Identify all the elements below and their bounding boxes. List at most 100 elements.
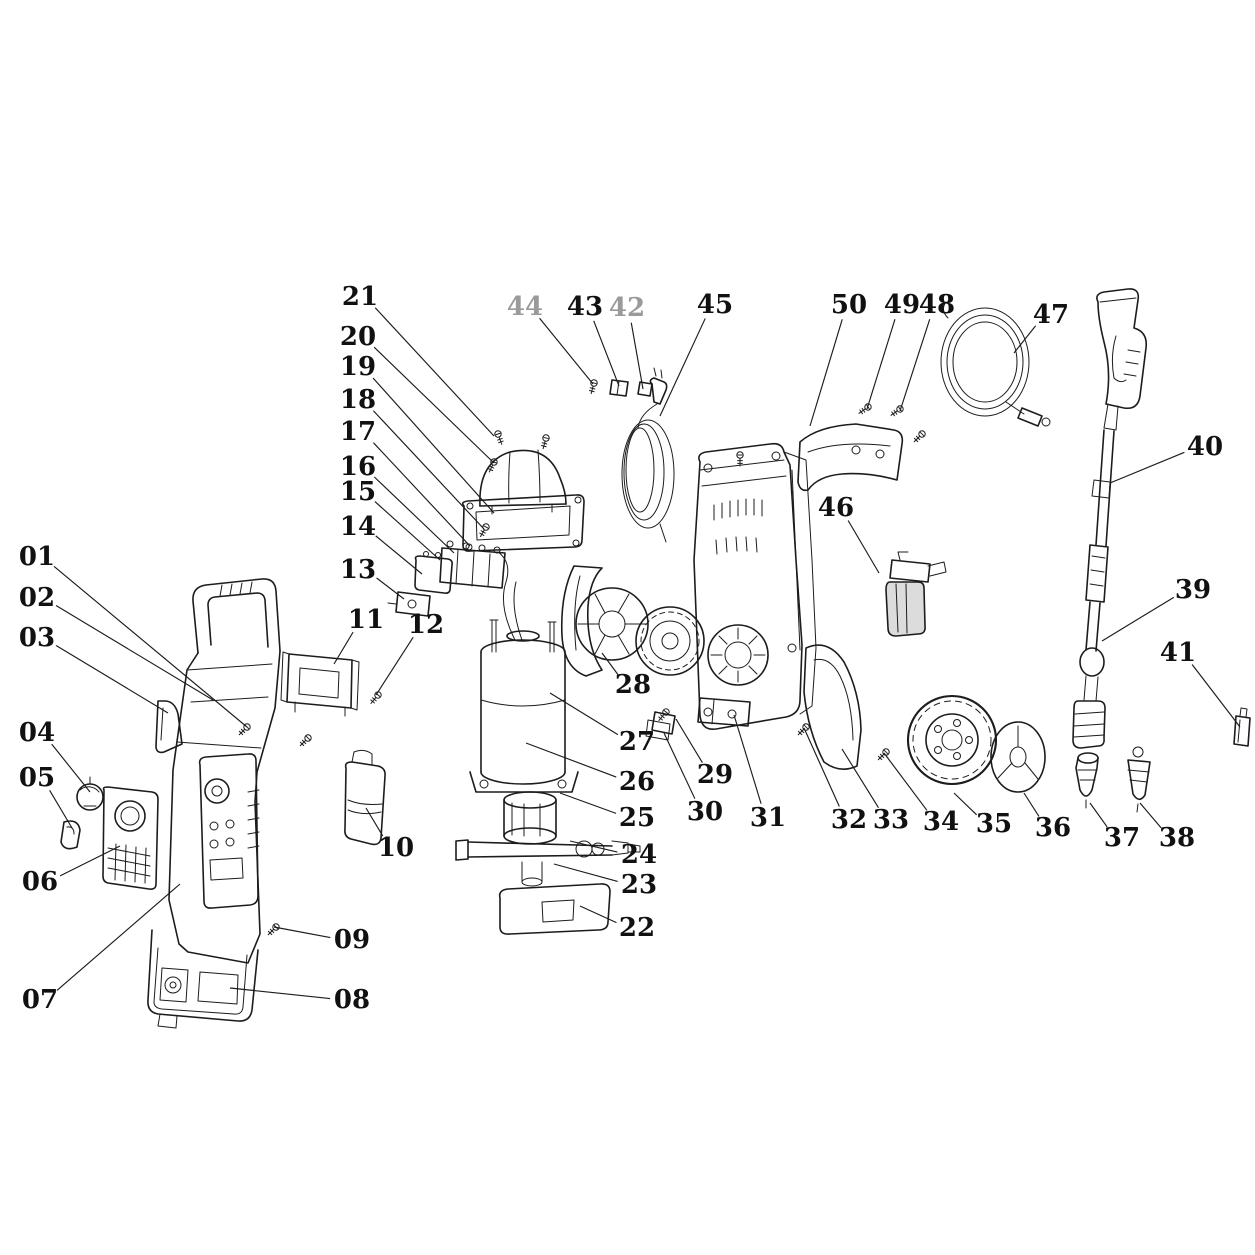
leader-line-24	[569, 840, 618, 853]
leader-line-43	[593, 320, 620, 387]
side-cover-drawing	[803, 644, 862, 770]
leader-line-11	[333, 631, 354, 665]
turbo-nozzle-drawing	[1075, 752, 1099, 809]
leader-line-27	[549, 692, 619, 736]
leader-line-16	[373, 476, 455, 554]
part-label-44: 44	[507, 292, 543, 322]
fan-disc-drawing	[575, 587, 705, 676]
leader-line-10	[365, 807, 384, 837]
part-label-05: 05	[19, 763, 55, 793]
power-cord-drawing	[609, 367, 675, 543]
part-label-41: 41	[1160, 638, 1196, 668]
part-label-50: 50	[831, 290, 867, 320]
part-label-33: 33	[873, 805, 909, 835]
leader-line-33	[841, 748, 879, 808]
leader-line-41	[1191, 664, 1241, 728]
part-label-28: 28	[615, 670, 651, 700]
leader-line-45	[659, 318, 706, 417]
cable-clip-drawing	[1233, 707, 1251, 747]
wheel-drawing	[906, 694, 998, 786]
leader-line-12	[375, 636, 414, 696]
adjustable-nozzle-drawing	[1127, 746, 1151, 813]
clip-part-drawing	[155, 700, 183, 754]
small-clip-drawing	[60, 820, 81, 850]
leader-line-39	[1101, 596, 1175, 642]
accessory-holder-drawing	[344, 749, 386, 846]
part-label-06: 06	[22, 867, 58, 897]
leader-line-42	[630, 322, 644, 390]
leader-line-30	[663, 732, 696, 799]
leader-line-08	[229, 987, 331, 1000]
leader-line-03	[55, 644, 169, 714]
leader-line-21	[374, 307, 495, 437]
leader-line-15	[374, 501, 441, 561]
leader-line-46	[847, 520, 880, 574]
leader-line-40	[1109, 451, 1185, 484]
part-label-35: 35	[976, 809, 1012, 839]
leader-line-19	[372, 377, 495, 514]
part-label-03: 03	[19, 623, 55, 653]
part-label-02: 02	[19, 583, 55, 613]
dome-cover-drawing	[479, 449, 567, 515]
leader-line-17	[372, 442, 471, 547]
leader-line-07	[56, 883, 181, 991]
part-label-15: 15	[340, 477, 376, 507]
part-label-38: 38	[1159, 823, 1195, 853]
part-label-20: 20	[340, 322, 376, 352]
leader-line-06	[59, 845, 121, 877]
bottom-housing-drawing	[147, 929, 259, 1029]
part-label-25: 25	[619, 803, 655, 833]
fan-shroud-drawing	[560, 565, 603, 677]
leader-line-49	[866, 319, 896, 410]
leader-line-13	[376, 577, 405, 600]
part-label-08: 08	[334, 985, 370, 1015]
handle-bracket-drawing	[280, 651, 360, 717]
part-label-22: 22	[619, 913, 655, 943]
leader-line-14	[375, 535, 423, 575]
part-label-23: 23	[621, 870, 657, 900]
leader-line-35	[953, 792, 978, 816]
leader-line-04	[51, 743, 91, 793]
knob-part-drawing	[76, 776, 104, 811]
part-label-46: 46	[818, 493, 854, 523]
part-label-40: 40	[1187, 432, 1223, 462]
part-label-37: 37	[1104, 823, 1140, 853]
part-label-49: 49	[884, 290, 920, 320]
part-label-26: 26	[619, 767, 655, 797]
part-label-18: 18	[340, 385, 376, 415]
pump-assembly-drawing	[455, 791, 641, 887]
part-label-07: 07	[22, 985, 58, 1015]
rear-housing-drawing	[693, 442, 817, 731]
leader-line-37	[1089, 802, 1108, 828]
lance-drawing	[1072, 429, 1115, 749]
leader-line-47	[1013, 325, 1037, 354]
leader-line-34	[883, 752, 928, 811]
leader-line-38	[1139, 802, 1162, 829]
leader-line-29	[675, 718, 703, 763]
part-label-27: 27	[619, 727, 655, 757]
hub-cap-drawing	[990, 721, 1046, 793]
leader-line-48	[899, 318, 931, 412]
leader-line-44	[539, 317, 594, 385]
leader-line-32	[803, 727, 840, 807]
part-label-34: 34	[923, 807, 959, 837]
front-housing-drawing	[168, 578, 281, 964]
detergent-bottle-drawing	[885, 551, 947, 637]
leader-line-18	[372, 410, 485, 530]
part-label-30: 30	[687, 797, 723, 827]
part-label-29: 29	[697, 760, 733, 790]
leader-line-26	[525, 742, 617, 778]
part-label-47: 47	[1033, 300, 1069, 330]
part-label-17: 17	[340, 417, 376, 447]
leader-line-36	[1023, 792, 1040, 817]
leader-lines-layer	[49, 307, 1241, 1000]
part-label-36: 36	[1035, 813, 1071, 843]
part-label-11: 11	[348, 605, 384, 635]
top-handle-drawing	[797, 423, 904, 492]
leader-line-23	[553, 863, 618, 882]
part-label-48: 48	[919, 290, 955, 320]
leader-line-50	[809, 319, 843, 427]
